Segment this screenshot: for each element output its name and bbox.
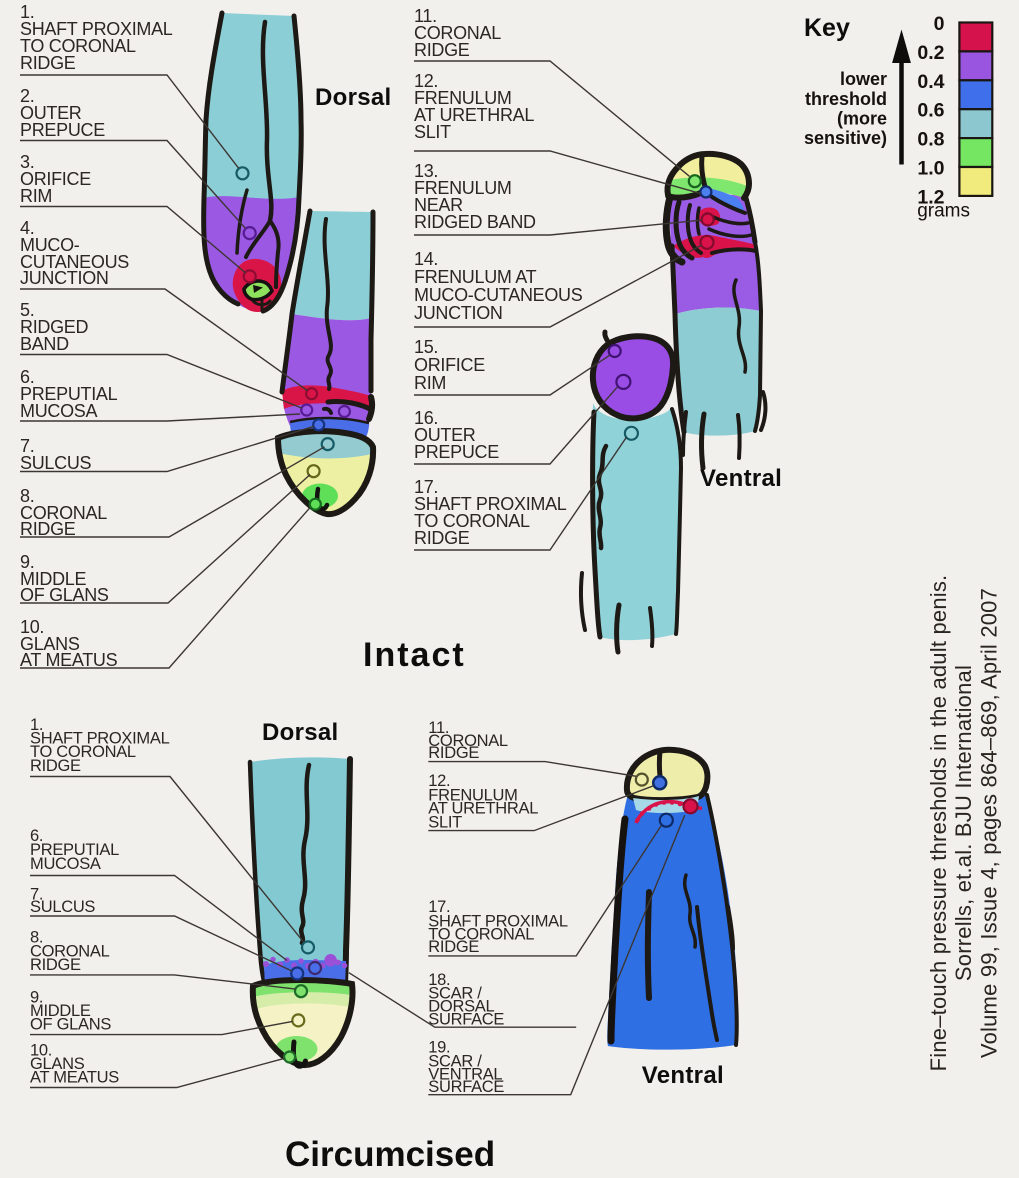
svg-text:(more: (more	[837, 109, 887, 129]
svg-text:0.4: 0.4	[917, 71, 944, 93]
svg-text:11.: 11.	[428, 719, 449, 737]
svg-text:13.: 13.	[414, 161, 438, 181]
svg-text:0.6: 0.6	[917, 100, 944, 122]
svg-text:7.: 7.	[20, 436, 34, 456]
svg-text:threshold: threshold	[805, 89, 887, 109]
svg-text:16.: 16.	[414, 408, 438, 428]
svg-text:Intact: Intact	[363, 636, 466, 674]
svg-text:0: 0	[934, 13, 945, 35]
svg-text:8.: 8.	[30, 929, 43, 947]
svg-text:12.: 12.	[414, 71, 438, 91]
svg-text:6.: 6.	[20, 367, 34, 387]
svg-text:0.8: 0.8	[917, 129, 944, 151]
svg-text:1.: 1.	[20, 2, 34, 22]
svg-text:Circumcised: Circumcised	[285, 1135, 495, 1174]
svg-text:sensitive): sensitive)	[804, 128, 887, 148]
svg-text:10.: 10.	[20, 617, 44, 637]
svg-text:0.2: 0.2	[917, 42, 944, 64]
svg-text:grams: grams	[917, 201, 970, 222]
svg-text:SULCUS: SULCUS	[30, 898, 95, 916]
svg-text:1.0: 1.0	[917, 158, 944, 180]
svg-text:19.: 19.	[428, 1039, 450, 1057]
svg-text:Fine–touch pressure thresholds: Fine–touch pressure thresholds in the ad…	[926, 575, 951, 1072]
svg-text:Sorrells, et.al. BJU Internati: Sorrells, et.al. BJU International	[951, 665, 976, 981]
svg-text:6.: 6.	[30, 827, 43, 845]
svg-text:Ventral: Ventral	[642, 1062, 724, 1089]
svg-text:17.: 17.	[414, 477, 438, 497]
svg-text:14.: 14.	[414, 249, 438, 269]
svg-text:5.: 5.	[20, 300, 34, 320]
svg-text:Dorsal: Dorsal	[262, 719, 339, 746]
svg-text:3.: 3.	[20, 152, 34, 172]
svg-text:SULCUS: SULCUS	[20, 453, 92, 473]
svg-text:2.: 2.	[20, 86, 34, 106]
svg-text:12.: 12.	[428, 772, 450, 790]
svg-text:18.: 18.	[428, 971, 450, 989]
svg-text:9.: 9.	[20, 552, 34, 572]
svg-text:Volume 99, Issue 4, pages 864–: Volume 99, Issue 4, pages 864–869, April…	[977, 588, 1002, 1058]
svg-text:17.: 17.	[428, 898, 450, 916]
svg-text:10.: 10.	[30, 1041, 52, 1059]
svg-text:9.: 9.	[30, 988, 43, 1006]
svg-text:4.: 4.	[20, 218, 34, 238]
svg-text:1.2: 1.2	[917, 186, 944, 208]
svg-text:lower: lower	[840, 69, 887, 89]
svg-text:Key: Key	[804, 14, 850, 42]
svg-text:7.: 7.	[30, 886, 43, 904]
svg-text:15.: 15.	[414, 337, 438, 357]
svg-text:11.: 11.	[414, 6, 437, 26]
svg-text:1.: 1.	[30, 716, 43, 734]
svg-text:Dorsal: Dorsal	[315, 84, 392, 111]
svg-text:Ventral: Ventral	[700, 465, 782, 492]
svg-text:8.: 8.	[20, 486, 34, 506]
